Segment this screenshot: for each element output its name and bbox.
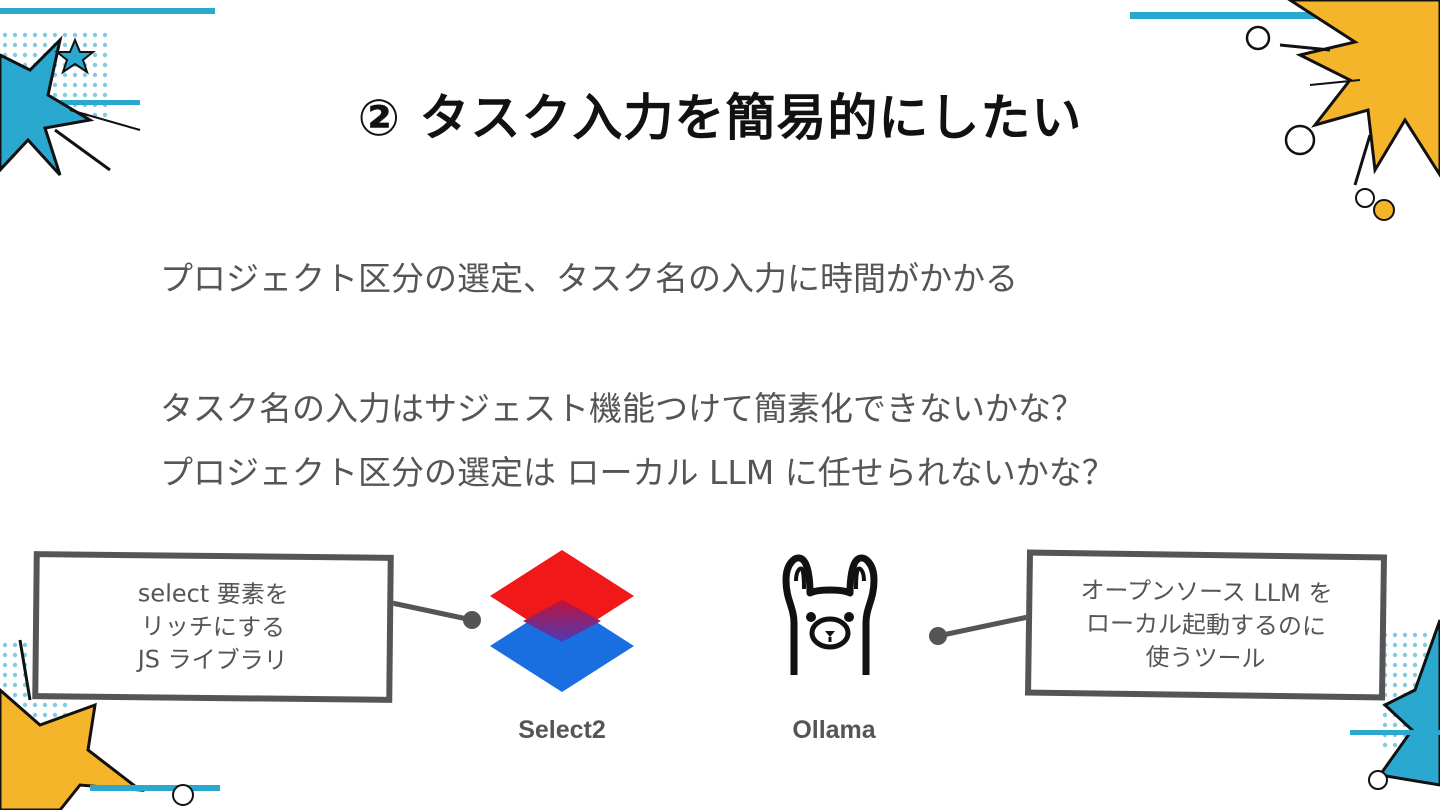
select2-label: Select2 — [518, 716, 606, 744]
connector-right-dot-icon — [929, 627, 947, 645]
connector-left — [391, 600, 473, 623]
body-line-llm-idea: プロジェクト区分の選定は ローカル LLM に任せられないかな？ — [160, 453, 1115, 492]
ollama-description-callout: オープンソース LLM を ローカル起動するのに 使うツール — [1024, 549, 1388, 701]
slide-title: ② タスク入力を簡易的にしたい — [357, 89, 1083, 147]
callout-line: ローカル起動するのに — [1085, 608, 1327, 641]
body-line-suggest-idea: タスク名の入力はサジェスト機能つけて簡素化できないかな？ — [160, 389, 1084, 428]
comic-burst-top-right-icon — [1130, 0, 1440, 221]
callout-line: JS ライブラリ — [137, 644, 288, 675]
comic-burst-top-left-icon — [0, 8, 215, 177]
callout-line: オープンソース LLM を — [1080, 575, 1333, 608]
body-line-problem: プロジェクト区分の選定、タスク名の入力に時間がかかる — [160, 259, 1018, 298]
select2-logo-icon — [490, 550, 634, 692]
connector-right — [937, 614, 1029, 639]
callout-line: select 要素を — [137, 578, 289, 609]
callout-line: 使うツール — [1145, 642, 1266, 673]
ollama-label: Ollama — [792, 716, 876, 744]
connector-left-dot-icon — [463, 611, 481, 629]
comic-burst-bottom-right-icon — [1350, 619, 1440, 790]
callout-line: リッチにする — [140, 611, 286, 642]
select2-description-callout: select 要素を リッチにする JS ライブラリ — [32, 551, 394, 703]
llama-logo-icon — [748, 547, 912, 711]
